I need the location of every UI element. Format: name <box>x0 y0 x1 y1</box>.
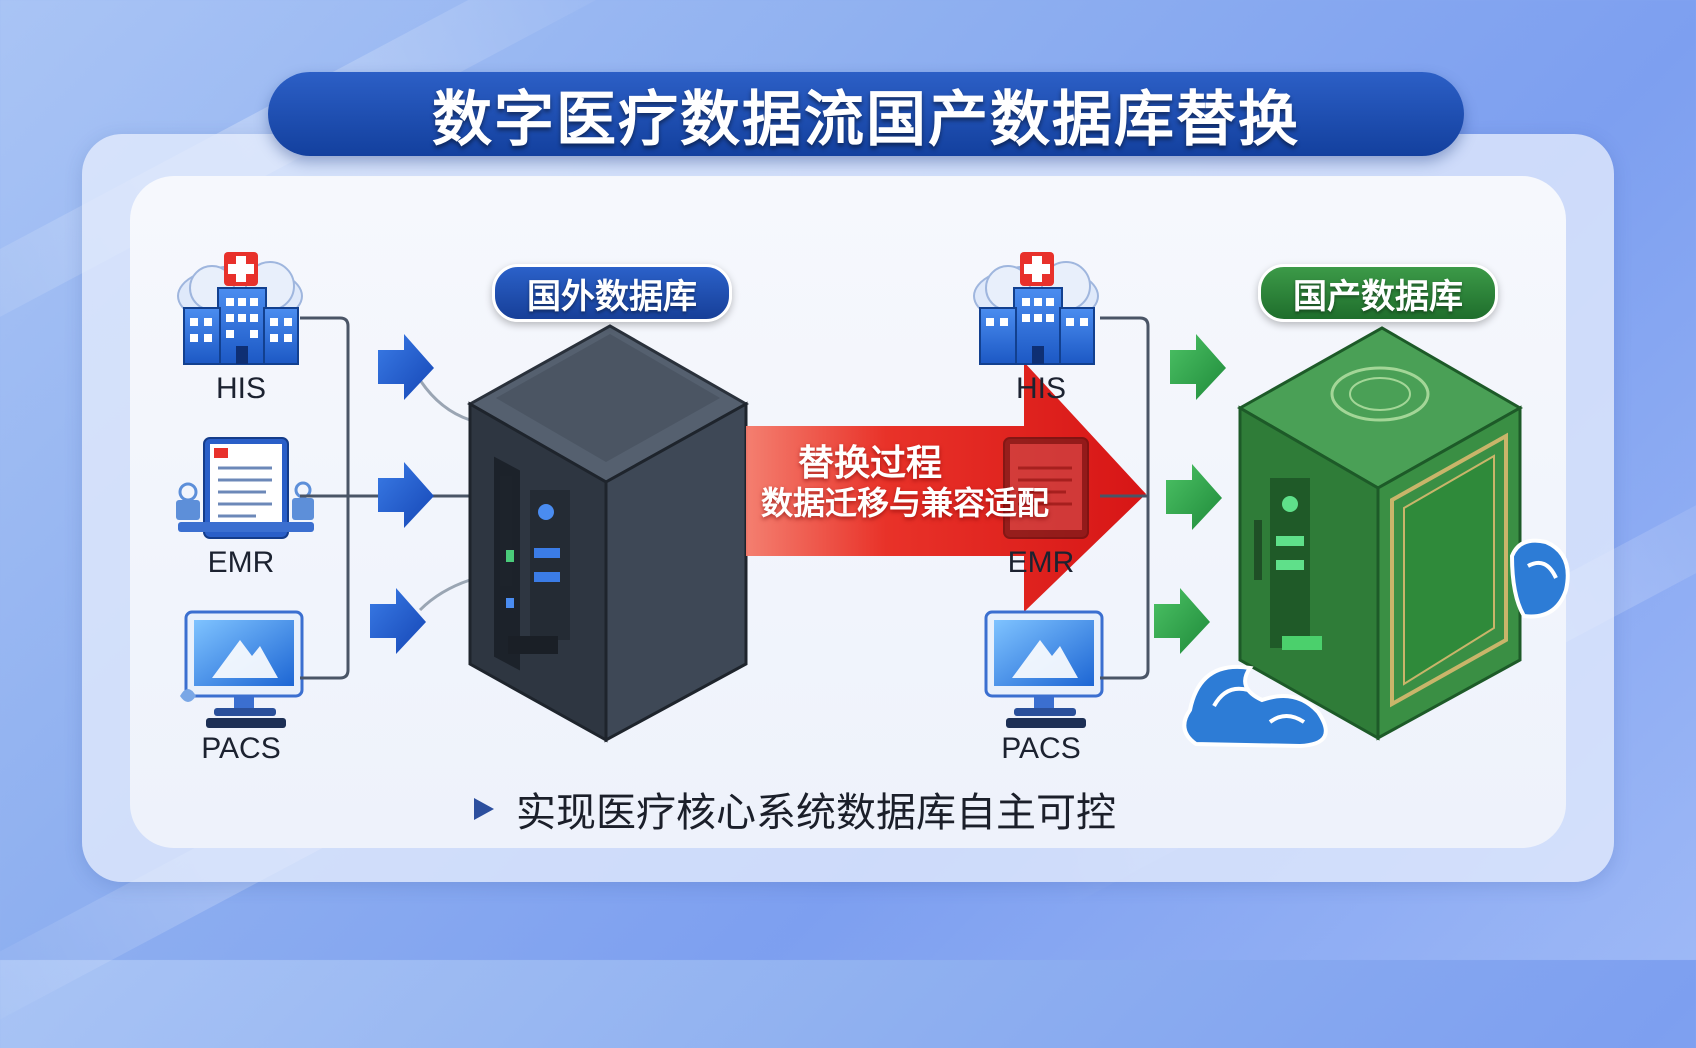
flow-arrow-4 <box>1170 334 1226 400</box>
title-banner: 数字医疗数据流国产数据库替换 <box>268 72 1464 156</box>
right-bus-line <box>1100 316 1150 680</box>
process-subtitle: 数据迁移与兼容适配 <box>760 484 1049 522</box>
pacs-label-left: PACS <box>201 732 281 765</box>
emr-label-left: EMR <box>207 546 275 579</box>
page-title: 数字医疗数据流国产数据库替换 <box>432 84 1300 155</box>
foreign-db-label: 国外数据库 <box>492 264 732 322</box>
flow-arrow-5 <box>1166 464 1222 530</box>
flow-arrow-1 <box>378 334 434 400</box>
diagram-scene <box>176 252 1570 749</box>
domestic-server-icon <box>1236 326 1524 741</box>
domestic-db-label: 国产数据库 <box>1258 264 1498 322</box>
flow-arrow-2 <box>378 462 434 528</box>
emr-tablet-icon <box>1003 437 1089 539</box>
cloud-wave-icon <box>1182 664 1328 749</box>
hospital-icon <box>177 252 303 365</box>
bullet-icon <box>474 798 494 820</box>
cloud-wave-icon <box>1509 538 1570 619</box>
foreign-server-icon <box>466 324 750 743</box>
pacs-monitor-icon <box>180 610 304 728</box>
his-label-left: HIS <box>215 372 266 405</box>
pacs-label-right: PACS <box>1001 732 1081 765</box>
flow-arrow-3 <box>370 588 426 654</box>
flow-arrow-6 <box>1154 588 1210 654</box>
process-title: 替换过程 <box>797 443 942 484</box>
footer-text: 实现医疗核心系统数据库自主可控 <box>516 790 1116 836</box>
emr-label-right: EMR <box>1007 546 1075 579</box>
process-arrow <box>746 362 1146 612</box>
hospital-icon <box>973 252 1099 365</box>
his-label-right: HIS <box>1015 372 1066 405</box>
emr-tablet-icon <box>176 437 314 539</box>
footer-caption: 实现医疗核心系统数据库自主可控 <box>474 784 1116 836</box>
pacs-monitor-icon <box>984 610 1104 728</box>
